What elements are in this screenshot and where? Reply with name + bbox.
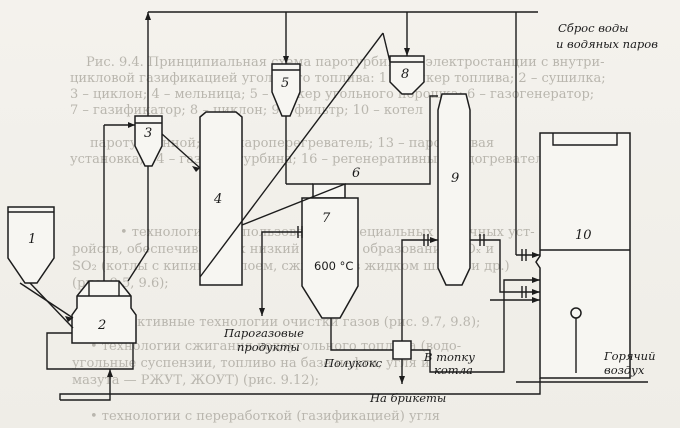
unit-number-9: 9 bbox=[451, 171, 459, 186]
label-to-briquettes: На брикеты bbox=[369, 391, 446, 405]
label-hot-air-2: воздух bbox=[604, 363, 645, 377]
unit-5-coal-powder-bunker: 5 bbox=[271, 63, 301, 117]
flow-arrows bbox=[65, 12, 540, 384]
unit-number-7: 7 bbox=[322, 211, 331, 226]
ghost-line-8: ройств, обеспечивающих низкий уровень об… bbox=[72, 242, 494, 257]
arrow-into-cyclone-3 bbox=[128, 122, 135, 128]
unit-9-filter: 9 bbox=[437, 93, 471, 286]
unit-number-1: 1 bbox=[28, 232, 36, 247]
arrow-into-furnace bbox=[532, 277, 540, 283]
arrow-into-boiler-top bbox=[532, 252, 540, 258]
arrow-gas-products bbox=[259, 308, 265, 316]
unit-number-10: 10 bbox=[575, 228, 592, 243]
gasifier-temperature-label: 600 °С bbox=[314, 259, 353, 273]
label-to-furnace-2: котла bbox=[434, 363, 473, 377]
ghost-line-13: угольные суспензии, топливо на базе нефт… bbox=[72, 356, 430, 371]
unit-4-mill: 4 bbox=[199, 111, 243, 286]
arrow-into-mill bbox=[192, 166, 200, 172]
ghost-line-9: SO₂ (котлы с кипящим слоем, сжигание в ж… bbox=[72, 259, 510, 274]
arrow-into-cyclone-8 bbox=[404, 48, 410, 56]
ghost-line-14: мазута — РЖУТ, ЖОУТ) (рис. 9.12); bbox=[72, 373, 319, 388]
ghost-line-2: цикловой газификацией угольного топлива:… bbox=[70, 71, 606, 86]
unit-10-boiler: 10 bbox=[535, 132, 631, 379]
arrow-return-bottom bbox=[107, 369, 113, 377]
unit-2-dryer: 2 bbox=[71, 280, 137, 344]
arrow-to-briquettes bbox=[399, 376, 405, 384]
ghost-line-11: • эффективные технологии очистки газов (… bbox=[90, 315, 480, 330]
unit-3-cyclone: 3 bbox=[134, 115, 163, 167]
unit-number-8: 8 bbox=[401, 67, 409, 82]
unit-number-3: 3 bbox=[144, 126, 152, 141]
arrow-into-filter-9 bbox=[430, 237, 438, 243]
unit-8-cyclone: 8 bbox=[389, 55, 425, 95]
flow-lines bbox=[19, 11, 648, 401]
unit-number-5: 5 bbox=[281, 76, 289, 91]
label-to-furnace-1: В топку bbox=[423, 350, 475, 364]
valves bbox=[297, 226, 527, 298]
ghost-line-4: 7 – газификатор; 8 – циклон; 9 – фильтр;… bbox=[70, 103, 423, 118]
arrow-top-up bbox=[145, 12, 151, 20]
ghost-line-15: • технологии с переработкой (газификацие… bbox=[90, 409, 440, 424]
unit-1-fuel-bunker: 1 bbox=[7, 206, 55, 284]
ghost-line-5: паротурбинной; 11 – пароперегреватель; 1… bbox=[90, 136, 494, 151]
unit-number-6: 6 bbox=[352, 166, 360, 181]
diagram-labels: Сброс воды и водяных паров Парогазовые п… bbox=[223, 21, 658, 405]
unit-number-2: 2 bbox=[97, 318, 106, 333]
ghost-line-1: Рис. 9.4. Принципиальная схема паротурби… bbox=[86, 55, 605, 70]
arrow-into-dryer bbox=[65, 316, 73, 322]
label-water-discharge-1: Сброс воды bbox=[558, 21, 628, 35]
arrow-into-boiler-mid bbox=[532, 289, 540, 295]
label-gas-products-1: Парогазовые bbox=[223, 326, 304, 340]
arrow-into-boiler-low bbox=[532, 297, 540, 303]
unit-7-gasifier: 7 600 °С bbox=[301, 197, 359, 319]
label-hot-air-1: Горячий bbox=[603, 349, 655, 363]
label-semicoke: Полукокс bbox=[323, 356, 383, 370]
arrow-into-bunker-5 bbox=[283, 56, 289, 64]
unit-number-4: 4 bbox=[213, 192, 222, 207]
semicoke-splitter bbox=[392, 340, 412, 360]
label-water-discharge-2: и водяных паров bbox=[556, 37, 658, 51]
label-gas-products-2: продукты bbox=[237, 340, 300, 354]
